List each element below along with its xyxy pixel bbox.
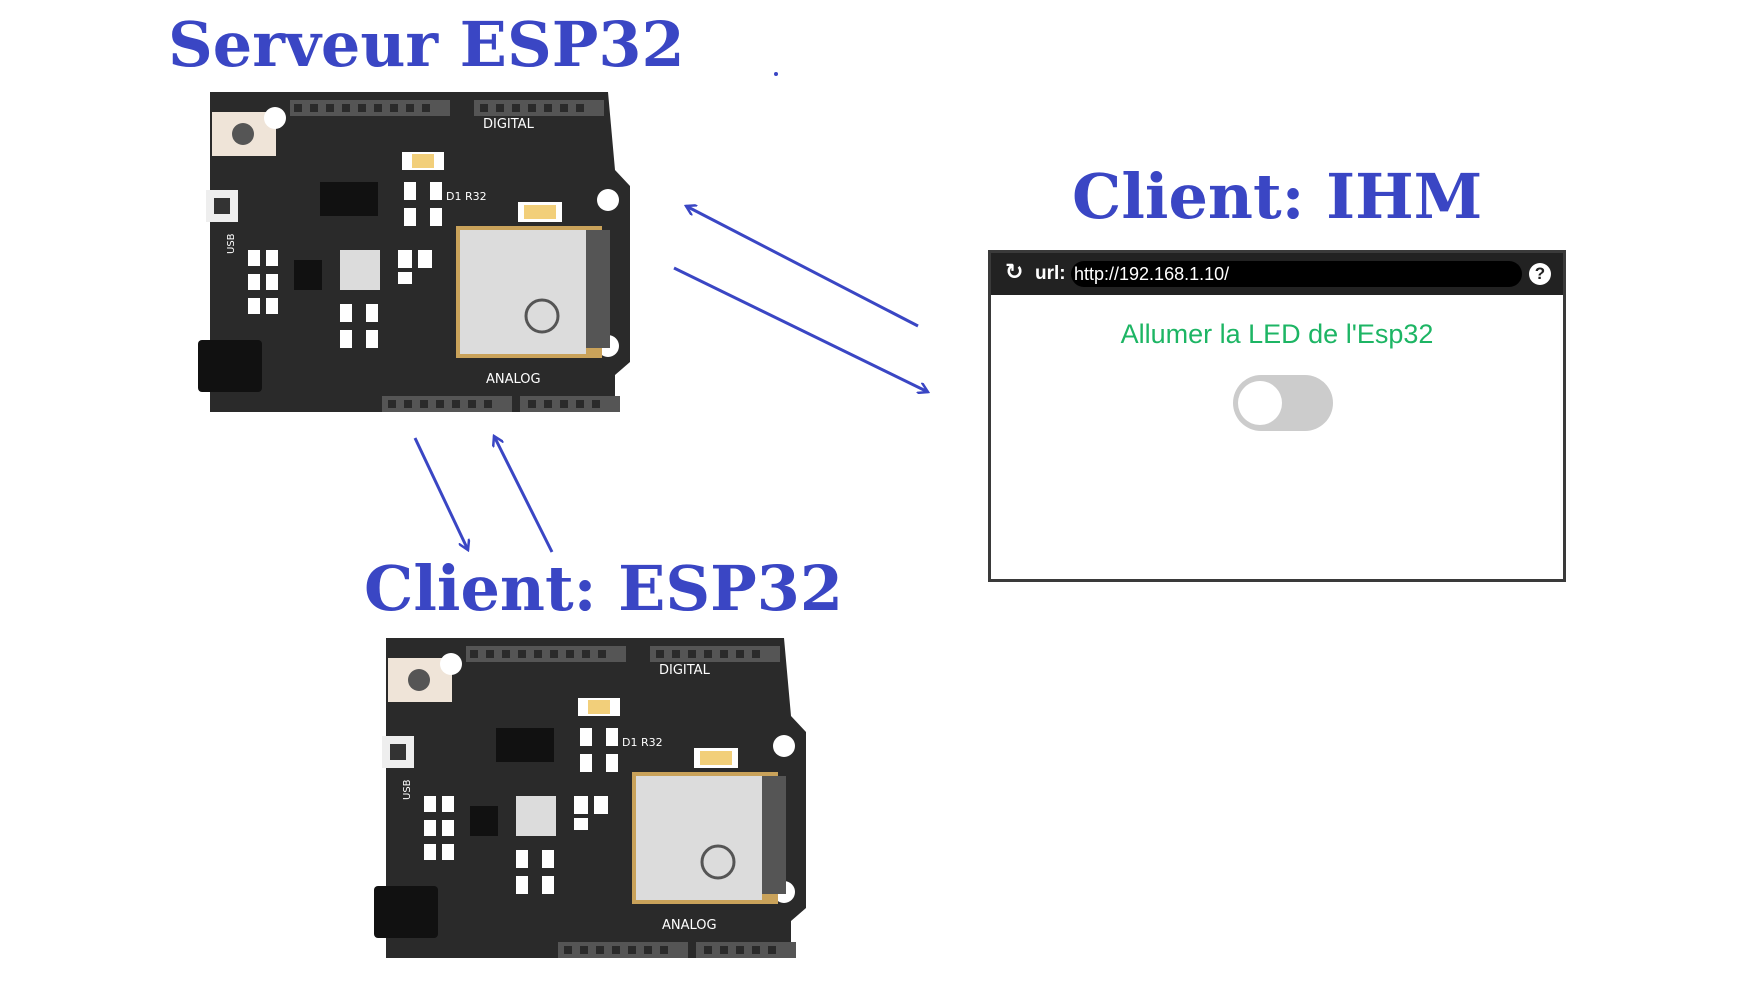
arrow-server-to-ihm [673,266,928,392]
digital-label: DIGITAL [483,117,535,132]
stray-dot [774,72,778,76]
esp32-server-board: DIGITAL ANALOG D1 R32 USB [190,90,640,420]
digital-label: DIGITAL [659,663,711,678]
led-label: Allumer la LED de l'Esp32 [1120,319,1434,349]
usb-label: USB [402,779,413,800]
reload-icon[interactable]: ↻ [1005,260,1024,285]
model-label: D1 R32 [446,190,487,203]
client-esp-title: Client: ESP32 [364,552,844,625]
toggle-knob [1238,381,1282,425]
browser-toolbar: ↻ url: ? [991,253,1563,295]
arrow-ihm-to-server [686,206,919,328]
arrow-server-to-client [413,437,468,550]
arrow-client-to-server [494,436,554,553]
analog-label: ANALOG [486,372,541,387]
led-toggle[interactable] [1233,375,1333,431]
help-icon[interactable]: ? [1529,263,1551,285]
server-title: Serveur ESP32 [168,8,685,81]
esp32-client-board: DIGITAL ANALOG D1 R32 USB [366,636,816,966]
usb-label: USB [226,233,237,254]
browser-window: ↻ url: ? Allumer la LED de l'Esp32 [988,250,1566,582]
client-ihm-title: Client: IHM [1072,160,1483,233]
url-input[interactable] [1071,261,1522,287]
url-label: url: [1035,263,1066,284]
analog-label: ANALOG [662,918,717,933]
model-label: D1 R32 [622,736,663,749]
